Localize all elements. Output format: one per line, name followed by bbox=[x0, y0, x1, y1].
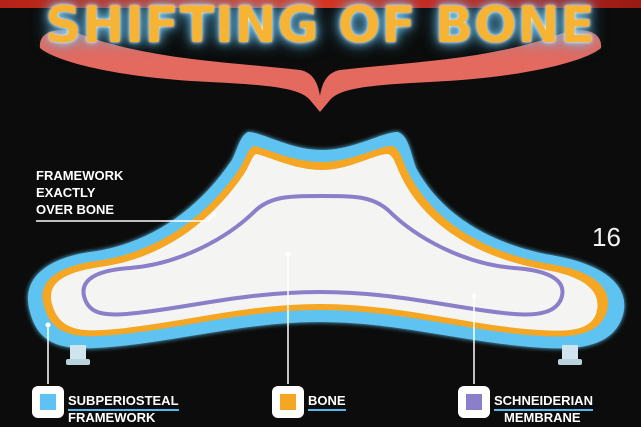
legend-label-subperiosteal-line-1: SUBPERIOSTEAL bbox=[68, 394, 179, 411]
legend-swatch-subperiosteal bbox=[32, 386, 64, 418]
legend-swatch-membrane bbox=[458, 386, 490, 418]
slide-title: SHIFTING OF BONE bbox=[0, 0, 641, 54]
framework-label: FRAMEWORK EXACTLY OVER BONE bbox=[36, 167, 123, 218]
legend-label-subperiosteal-line-2: FRAMEWORK bbox=[68, 410, 155, 425]
leader-dot-framework-label bbox=[212, 212, 217, 217]
legend-label-subperiosteal: SUBPERIOSTEAL FRAMEWORK bbox=[68, 394, 179, 425]
leader-dot-subperiosteal bbox=[46, 323, 51, 328]
framework-label-line-2: EXACTLY bbox=[36, 184, 123, 201]
leader-dot-membrane bbox=[472, 294, 477, 299]
legend-label-membrane-line-2: MEMBRANE bbox=[494, 410, 581, 425]
legend-label-membrane-line-1: SCHNEIDERIAN bbox=[494, 394, 593, 411]
legend-label-bone: BONE bbox=[308, 394, 346, 411]
framework-label-line-1: FRAMEWORK bbox=[36, 167, 123, 184]
page-number: 16 bbox=[592, 222, 621, 253]
legend-swatch-bone bbox=[272, 386, 304, 418]
legend-label-membrane: SCHNEIDERIAN MEMBRANE bbox=[494, 394, 593, 425]
leader-dot-bone bbox=[286, 252, 291, 257]
legend-label-bone-line-1: BONE bbox=[308, 394, 346, 411]
framework-label-line-3: OVER BONE bbox=[36, 201, 123, 218]
